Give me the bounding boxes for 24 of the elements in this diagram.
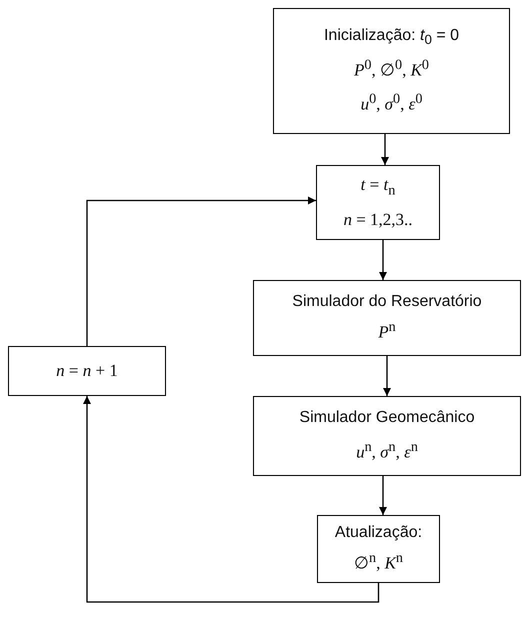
process-box xyxy=(253,280,521,356)
arrow xyxy=(83,396,380,603)
arrow xyxy=(379,240,387,280)
formula: n = n + 1 xyxy=(56,361,118,381)
formula: n = 1,2,3.. xyxy=(343,210,413,230)
process-box xyxy=(8,346,166,396)
step-title: Inicialização: t$_{0}$ = 0 xyxy=(324,27,460,48)
arrow xyxy=(379,476,387,515)
formula: ∅$^{n}$, K$^{n}$ xyxy=(354,550,403,574)
step-title: Simulador do Reservatório xyxy=(292,293,482,312)
formula: u$^{n}$, σ$^{n}$, ε$^{n}$ xyxy=(356,439,418,463)
formula: P$^{0}$, ∅$^{0}$, K$^{0}$ xyxy=(354,57,429,82)
process-box xyxy=(253,396,521,476)
formula: u$^{0}$, σ$^{0}$, ε$^{0}$ xyxy=(360,91,422,115)
process-box xyxy=(316,165,440,240)
process-box xyxy=(317,515,440,583)
step-title: Simulador Geomecânico xyxy=(299,409,475,428)
step-title: Atualização: xyxy=(334,524,422,542)
formula: P$^{n}$ xyxy=(378,319,396,343)
formula: t = t$_{n}$ xyxy=(360,175,396,200)
arrow xyxy=(86,196,316,346)
arrow xyxy=(383,356,391,396)
arrow xyxy=(381,134,389,165)
process-box xyxy=(273,8,510,134)
